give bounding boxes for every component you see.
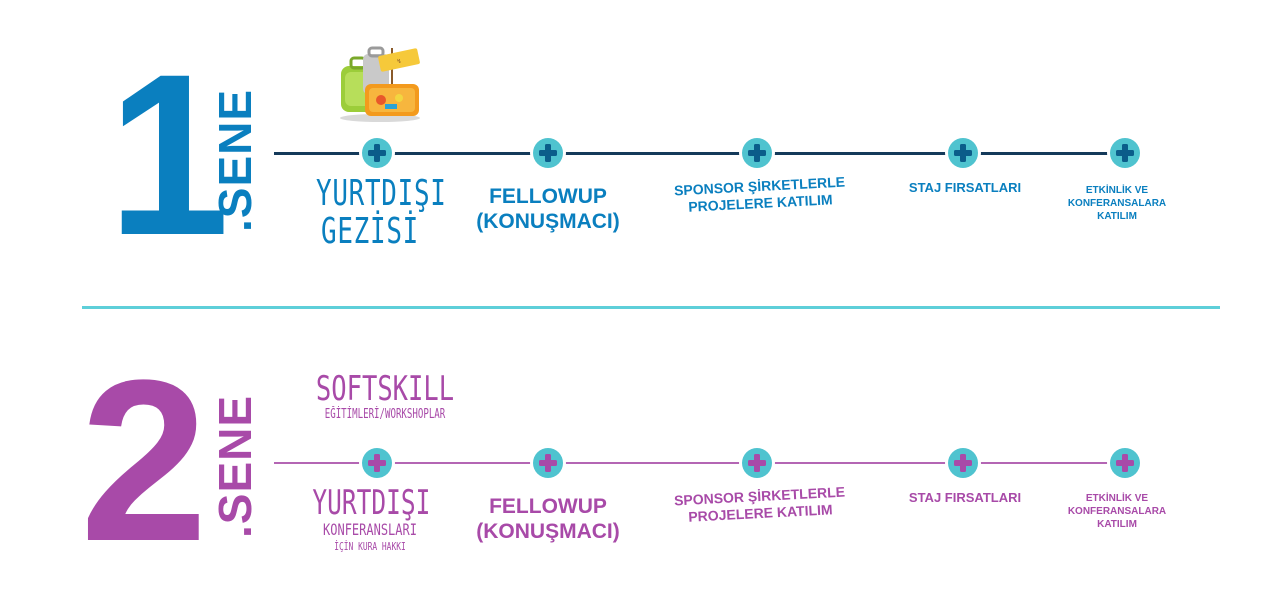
- year-2-softskill: SOFTSKILL EĞİTİMLERİ/WORKSHOPLAR: [290, 372, 480, 421]
- year-2-item-fellowup: FELLOWUP (KONUŞMACI): [460, 494, 636, 544]
- section-divider: [82, 306, 1220, 309]
- year-2-node-4[interactable]: [948, 448, 978, 478]
- year-1-item-staj-line1: STAJ FIRSATLARI: [908, 180, 1022, 195]
- year-2-item-etkinlik: ETKİNLİK VE KONFERANSALARA KATILIM: [1052, 492, 1182, 531]
- year-1-sene-label: .SENE: [209, 88, 261, 232]
- year-1-item-fellowup-line1: FELLOWUP: [489, 185, 607, 208]
- year-2-item-fellowup-line2: (KONUŞMACI): [476, 520, 620, 544]
- year-2-item-staj-line1: STAJ FIRSATLARI: [908, 490, 1022, 505]
- year-1-timeline-line: [274, 152, 1130, 155]
- year-2-item-yurtdisi-line1: YURTDIŞI: [312, 483, 431, 523]
- year-2-item-staj: STAJ FIRSATLARI: [890, 490, 1040, 506]
- year-2-softskill-line2: EĞİTİMLERİ/WORKSHOPLAR: [324, 407, 446, 422]
- year-2-item-yurtdisi-line3: İÇİN KURA HAKKI: [334, 540, 406, 553]
- year-2-node-1[interactable]: [362, 448, 392, 478]
- year-1-node-2[interactable]: [533, 138, 563, 168]
- year-1-item-etkinlik-line1: ETKİNLİK VE: [1085, 185, 1149, 196]
- plus-icon: [539, 144, 557, 162]
- year-1-node-5[interactable]: [1110, 138, 1140, 168]
- year-1-section: 1 .SENE ↯: [0, 0, 1286, 300]
- year-1-node-1[interactable]: [362, 138, 392, 168]
- year-1-item-sponsor: SPONSOR ŞİRKETLERLE PROJELERE KATILIM: [649, 172, 870, 217]
- year-2-item-sponsor: SPONSOR ŞİRKETLERLE PROJELERE KATILIM: [649, 482, 870, 527]
- year-2-section: 2 .SENE SOFTSKILL EĞİTİMLERİ/WORKSHOPLAR: [0, 310, 1286, 609]
- plus-icon: [1116, 144, 1134, 162]
- year-2-timeline-line: [274, 462, 1130, 464]
- year-2-item-etkinlik-line2: KONFERANSALARA: [1067, 506, 1167, 517]
- year-1-node-4[interactable]: [948, 138, 978, 168]
- plus-icon: [954, 454, 972, 472]
- year-1-item-fellowup-line2: (KONUŞMACI): [476, 210, 620, 234]
- year-1-item-yurtdisi-line1: YURTDIŞI: [316, 173, 447, 214]
- year-2-node-2[interactable]: [533, 448, 563, 478]
- year-1-number: 1: [108, 26, 230, 283]
- year-2-item-yurtdisi-konferanslari: YURTDIŞI KONFERANSLARI İÇİN KURA HAKKI: [290, 486, 450, 552]
- year-1-item-etkinlik-line2: KONFERANSALARA: [1067, 198, 1167, 209]
- plus-icon: [539, 454, 557, 472]
- year-1-item-staj: STAJ FIRSATLARI: [890, 180, 1040, 196]
- plus-icon: [368, 144, 386, 162]
- year-2-node-3[interactable]: [742, 448, 772, 478]
- plus-icon: [748, 454, 766, 472]
- year-1-item-yurtdisi-line2: GEZİSİ: [321, 211, 419, 252]
- year-2-sene-label: .SENE: [209, 394, 261, 538]
- year-1-item-yurtdisi-gezisi: YURTDIŞI GEZİSİ: [295, 173, 447, 252]
- year-2-item-etkinlik-line3: KATILIM: [1097, 519, 1137, 530]
- luggage-icon: ↯: [335, 44, 425, 122]
- svg-text:↯: ↯: [396, 58, 402, 66]
- plus-icon: [954, 144, 972, 162]
- year-1-item-fellowup: FELLOWUP (KONUŞMACI): [460, 184, 636, 234]
- year-2-softskill-line1: SOFTSKILL: [315, 369, 455, 409]
- year-2-item-etkinlik-line1: ETKİNLİK VE: [1085, 493, 1149, 504]
- year-2-item-fellowup-line1: FELLOWUP: [489, 495, 607, 518]
- year-1-item-etkinlik-line3: KATILIM: [1097, 211, 1137, 222]
- plus-icon: [1116, 454, 1134, 472]
- year-2-item-yurtdisi-line2: KONFERANSLARI: [323, 520, 417, 539]
- year-2-node-5[interactable]: [1110, 448, 1140, 478]
- year-1-item-etkinlik: ETKİNLİK VE KONFERANSALARA KATILIM: [1052, 184, 1182, 223]
- year-1-node-3[interactable]: [742, 138, 772, 168]
- plus-icon: [748, 144, 766, 162]
- year-2-number: 2: [80, 332, 208, 589]
- plus-icon: [368, 454, 386, 472]
